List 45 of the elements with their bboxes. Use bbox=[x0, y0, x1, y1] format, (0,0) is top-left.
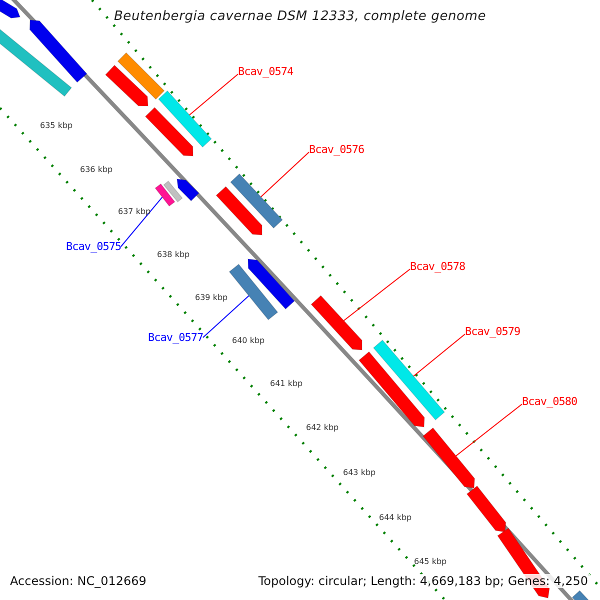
scale-label: 640 kbp bbox=[232, 336, 265, 345]
gene-feature bbox=[422, 427, 475, 488]
gene-feature bbox=[104, 64, 148, 106]
gene-feature bbox=[144, 106, 194, 156]
leader-line bbox=[343, 268, 410, 322]
scale-label: 636 kbp bbox=[80, 165, 113, 174]
scale-label: 639 kbp bbox=[195, 293, 228, 302]
genome-info: Topology: circular; Length: 4,669,183 bp; Genes: 4,250 bbox=[256, 574, 590, 588]
gene-feature bbox=[228, 264, 278, 320]
leader-line bbox=[188, 74, 238, 116]
leader-line bbox=[413, 334, 466, 377]
gene-label: Bcav_0576 bbox=[309, 143, 364, 156]
scale-label: 645 kbp bbox=[414, 557, 447, 566]
gene-feature bbox=[29, 20, 88, 83]
scale-label: 638 kbp bbox=[157, 250, 190, 259]
gene-label: Bcav_0574 bbox=[238, 65, 294, 78]
gene-label: Bcav_0577 bbox=[148, 331, 204, 344]
leader-line bbox=[260, 152, 310, 198]
gene-feature bbox=[358, 351, 425, 428]
scale-label: 644 kbp bbox=[379, 513, 412, 522]
gene-feature bbox=[117, 52, 165, 100]
gene-feature bbox=[230, 173, 283, 229]
scale-label: 642 kbp bbox=[306, 423, 339, 432]
leader-line bbox=[202, 295, 250, 338]
scale-label: 637 kbp bbox=[118, 207, 151, 216]
gene-feature bbox=[154, 183, 176, 207]
gene-feature bbox=[163, 180, 183, 202]
gene-feature bbox=[372, 340, 446, 420]
gene-label: Bcav_0578 bbox=[410, 260, 466, 273]
gene-feature bbox=[176, 178, 200, 202]
leader-line bbox=[456, 404, 522, 456]
scale-label: 635 kbp bbox=[40, 121, 73, 130]
gene-feature bbox=[248, 258, 295, 310]
scale-label: 641 kbp bbox=[270, 379, 303, 388]
genome-title: Beutenbergia cavernae DSM 12333, complete genome bbox=[112, 9, 488, 24]
gene-feature bbox=[310, 295, 362, 350]
gene-feature bbox=[158, 90, 212, 148]
gene-label: Bcav_0580 bbox=[522, 395, 578, 408]
gene-feature bbox=[466, 485, 506, 532]
scale-label: 643 kbp bbox=[343, 468, 376, 477]
genome-info: Accession: NC_012669 bbox=[8, 574, 148, 588]
gene-feature bbox=[0, 0, 21, 19]
gene-label: Bcav_0579 bbox=[465, 325, 520, 338]
gene-feature bbox=[216, 186, 262, 236]
gene-label: Bcav_0575 bbox=[66, 240, 122, 253]
